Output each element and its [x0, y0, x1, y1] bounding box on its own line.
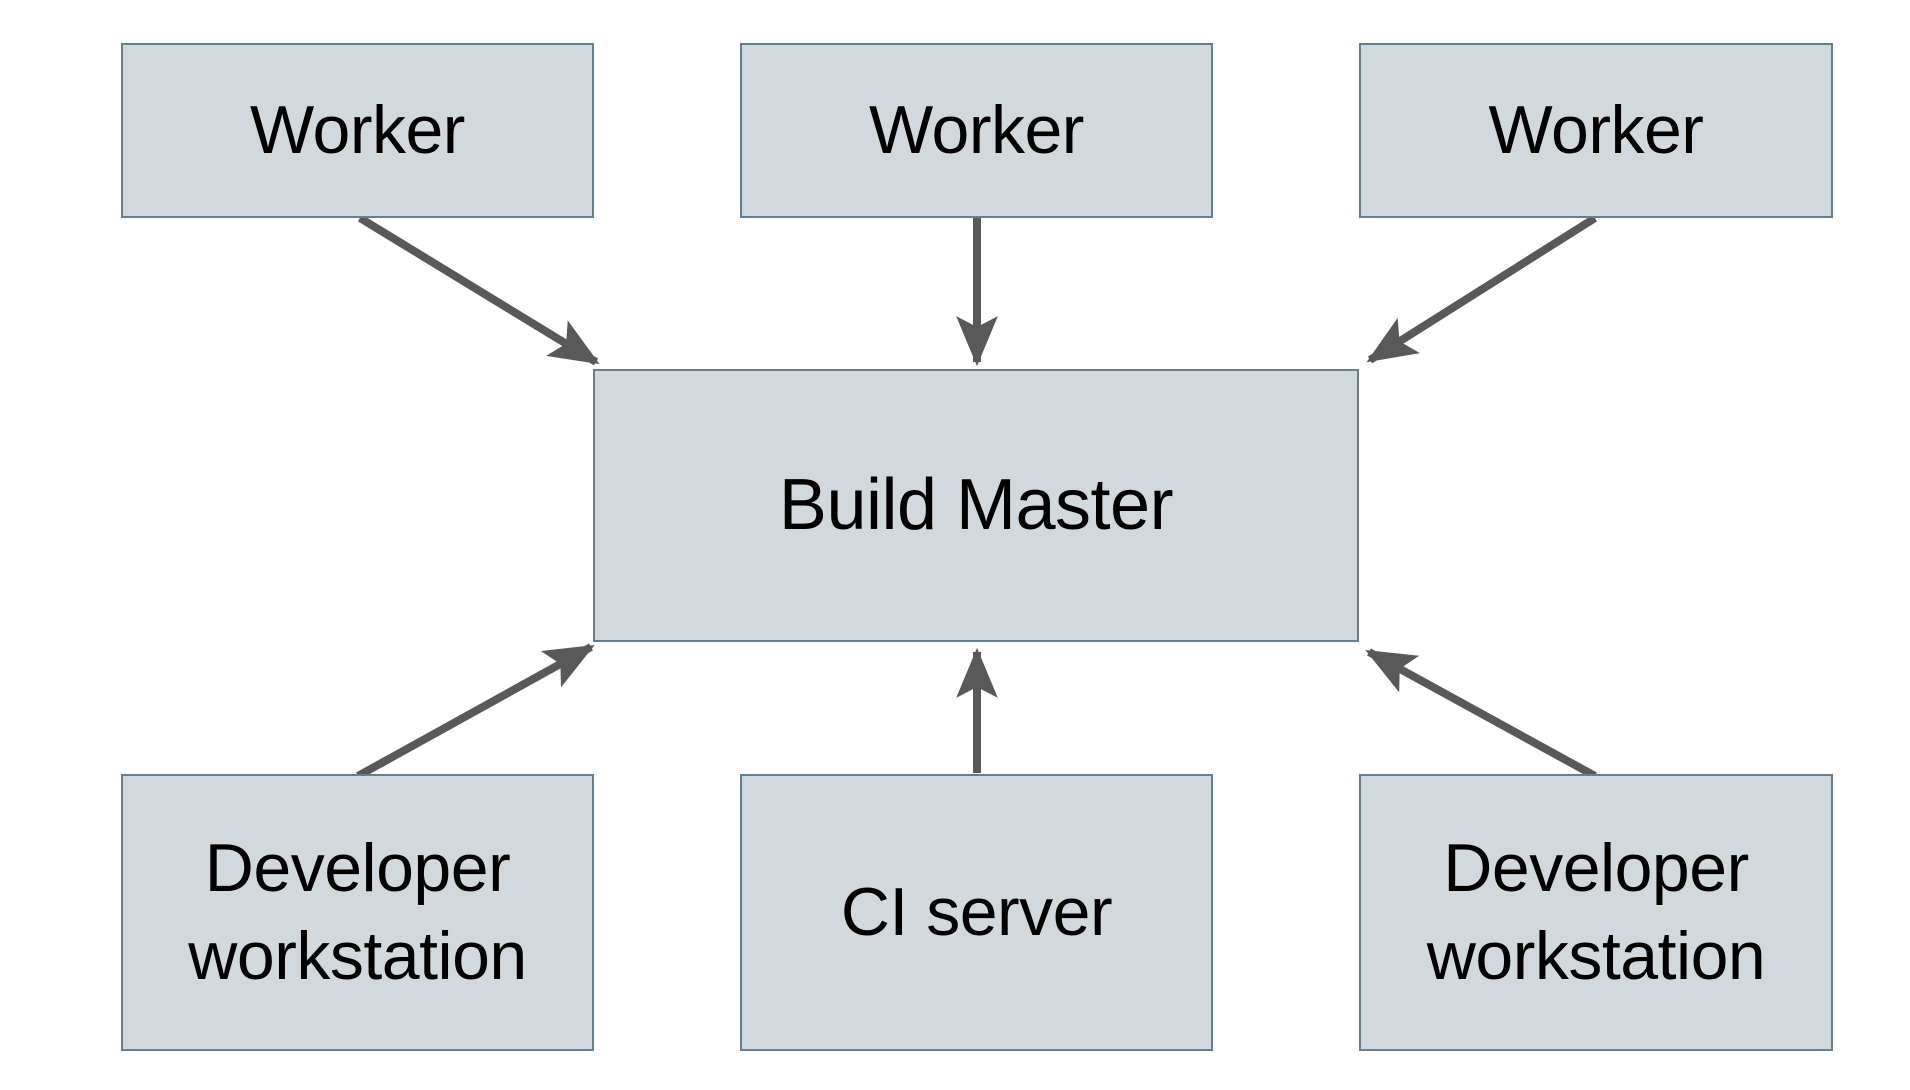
- node-worker-2: Worker: [740, 43, 1213, 218]
- node-developer-workstation-left-label: Developer workstation: [188, 830, 527, 994]
- node-build-master: Build Master: [593, 369, 1359, 642]
- node-worker-1: Worker: [121, 43, 594, 218]
- node-developer-workstation-right: Developer workstation: [1359, 774, 1833, 1051]
- node-build-master-label: Build Master: [778, 465, 1174, 546]
- node-worker-2-label: Worker: [869, 91, 1084, 168]
- node-ci-server: CI server: [740, 774, 1213, 1051]
- node-developer-workstation-left: Developer workstation: [121, 774, 594, 1051]
- node-worker-3: Worker: [1359, 43, 1833, 218]
- edge-developer-workstation-left-to-build-master: [356, 643, 595, 780]
- edge-worker-1-to-build-master: [357, 214, 600, 366]
- edge-worker-3-to-build-master: [1366, 214, 1598, 364]
- edge-developer-workstation-right-to-build-master: [1365, 648, 1597, 780]
- node-worker-1-label: Worker: [250, 91, 465, 168]
- node-ci-server-label: CI server: [840, 873, 1113, 950]
- node-worker-3-label: Worker: [1488, 91, 1704, 168]
- node-developer-workstation-right-label: Developer workstation: [1426, 830, 1766, 994]
